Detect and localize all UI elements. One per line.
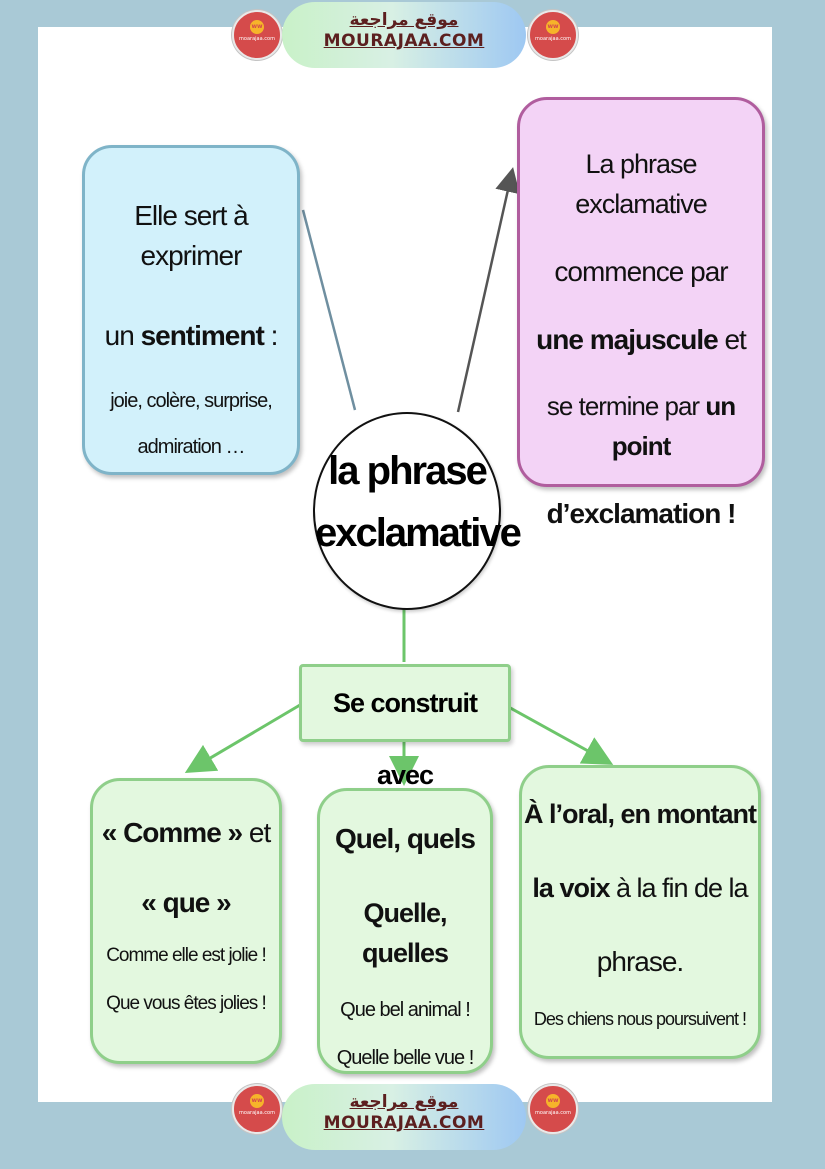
comme-example-1: Comme elle est jolie ! xyxy=(106,945,267,966)
watermark-banner-bottom[interactable]: موقع مراجعة MOURAJAA.COM xyxy=(282,1084,526,1150)
sentiment-line-2: un sentiment : xyxy=(104,320,279,351)
quel-example-2: Quelle belle vue ! xyxy=(336,1047,475,1069)
majuscule-line-3: une majuscule et xyxy=(536,324,747,355)
construit-box: Se construit avec xyxy=(299,664,511,790)
majuscule-line-5: d’exclamation ! xyxy=(546,498,737,529)
majuscule-line-1: La phrase exclamative xyxy=(575,149,708,219)
oral-box: À l’oral, en montant la voix à la fin de… xyxy=(519,765,761,1059)
watermark-site-link[interactable]: MOURAJAA.COM xyxy=(323,31,485,51)
comme-line-2: « que » xyxy=(141,887,231,918)
oral-example-1: Des chiens nous poursuivent ! xyxy=(533,1009,747,1029)
majuscule-line-2: commence par xyxy=(554,256,728,287)
oral-line-1: À l’oral, en montant xyxy=(523,799,757,829)
watermark-arabic-title: موقع مراجعة xyxy=(349,10,459,30)
connector-majuscule xyxy=(456,167,520,413)
center-line-2: exclamative xyxy=(315,511,522,555)
sentiment-line-1: Elle sert à exprimer xyxy=(134,200,249,271)
comme-line-1: « Comme » et xyxy=(101,817,272,848)
majuscule-box: La phrase exclamative commence par une m… xyxy=(517,97,765,529)
quel-box: Quel, quels Quelle, quelles Que bel anim… xyxy=(317,788,493,1074)
watermark-arabic-title: موقع مراجعة xyxy=(349,1092,459,1112)
center-concept-circle: la phrase exclamative xyxy=(313,412,522,610)
majuscule-line-4: se termine par un point xyxy=(546,391,736,461)
quel-line-1: Quel, quels xyxy=(335,823,476,854)
quel-line-2: Quelle, quelles xyxy=(361,898,449,968)
center-line-1: la phrase xyxy=(328,449,488,493)
oral-line-2: la voix à la fin de la xyxy=(532,873,748,903)
comme-example-2: Que vous êtes jolies ! xyxy=(106,993,267,1014)
connector-oral xyxy=(504,703,614,765)
quel-example-1: Que bel animal ! xyxy=(340,999,471,1021)
sentiment-line-3: joie, colère, surprise, xyxy=(110,390,273,412)
connector-sentiment xyxy=(301,209,357,411)
oral-line-3: phrase. xyxy=(596,946,684,977)
sentiment-box: Elle sert à exprimer un sentiment : joie… xyxy=(82,145,300,475)
watermark-banner-top[interactable]: موقع مراجعة MOURAJAA.COM xyxy=(282,2,526,68)
watermark-site-link[interactable]: MOURAJAA.COM xyxy=(323,1113,485,1133)
comme-box: « Comme » et « que » Comme elle est joli… xyxy=(90,778,282,1064)
sentiment-line-4: admiration … xyxy=(137,436,246,458)
connector-comme xyxy=(184,703,301,774)
